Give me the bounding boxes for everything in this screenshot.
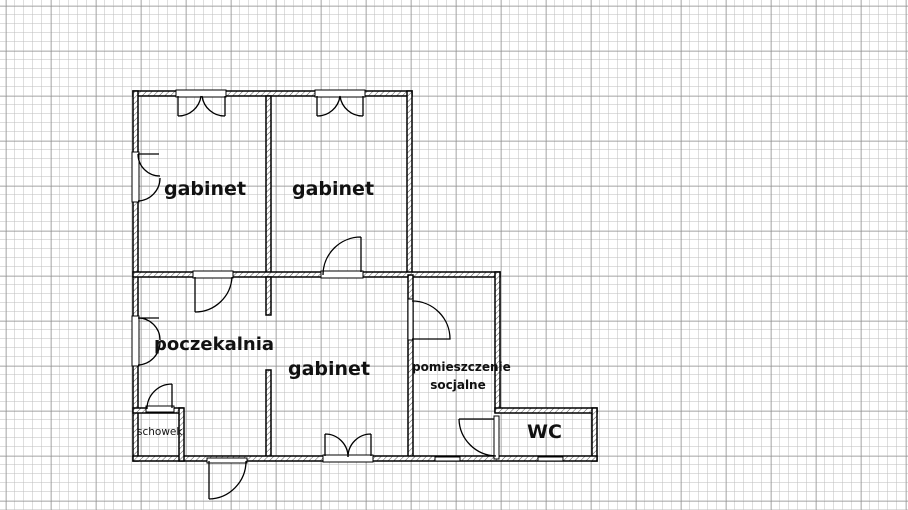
room-label-wc: WC [527, 421, 562, 443]
social-room-line2: socjalne [430, 378, 486, 392]
room-label-office: gabinet [292, 178, 375, 200]
room-label-waiting-room: poczekalnia [154, 334, 275, 355]
room-label-office: gabinet [164, 178, 247, 200]
room-label-storage: schowek [137, 426, 183, 438]
room-label-office: gabinet [288, 358, 371, 380]
social-room-line1: pomieszczenie [412, 360, 511, 374]
doors [131, 89, 564, 500]
room-label-social-room: pomieszczenie socjalne [412, 358, 511, 394]
